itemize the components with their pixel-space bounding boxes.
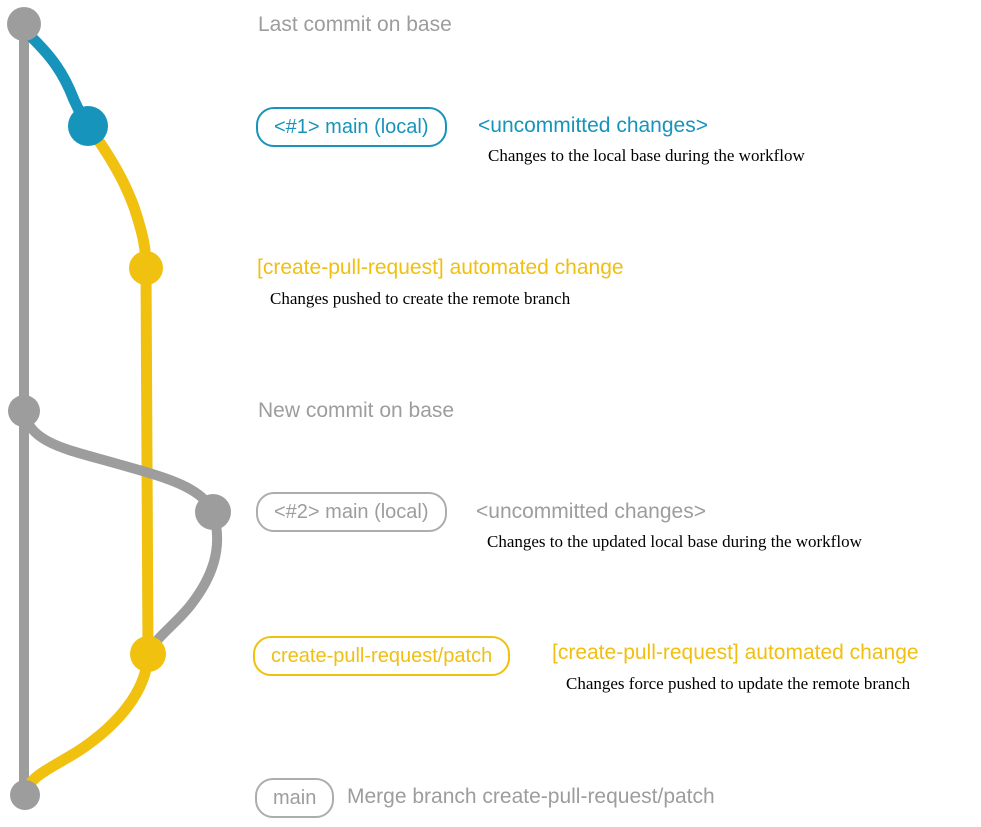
commit-node-merge (10, 780, 40, 810)
commit-node-push-1 (129, 251, 163, 285)
branch-badge-main: main (255, 778, 335, 818)
note-local-base-changes: Changes to the local base during the wor… (488, 146, 805, 165)
commit-node-local-1 (68, 106, 108, 146)
updated-local-branch-line (19, 405, 223, 660)
branch-badge-main-local-1: <#1> main (local) (256, 107, 447, 147)
note-changes-pushed: Changes pushed to create the remote bran… (270, 289, 571, 308)
commit-node-push-2 (130, 636, 166, 672)
branch-badge-main-local-2: <#2> main (local) (256, 492, 447, 532)
patch-branch-line (19, 120, 154, 801)
commit-node-local-2 (195, 494, 231, 530)
label-last-commit-on-base: Last commit on base (258, 13, 452, 36)
status-uncommitted-changes-2: <uncommitted changes> (476, 500, 706, 523)
branch-badge-create-pull-request-patch: create-pull-request/patch (253, 636, 511, 676)
note-changes-force-pushed: Changes force pushed to update the remot… (566, 674, 911, 693)
commit-message-automated-change-1: [create-pull-request] automated change (257, 256, 624, 279)
commit-node-new-base (8, 395, 40, 427)
label-new-commit-on-base: New commit on base (258, 399, 455, 422)
commit-node-last-base (7, 7, 41, 41)
status-uncommitted-changes-1: <uncommitted changes> (478, 114, 708, 137)
commit-message-automated-change-2: [create-pull-request] automated change (552, 641, 919, 664)
note-updated-local-base-changes: Changes to the updated local base during… (487, 532, 862, 551)
commit-message-merge-branch: Merge branch create-pull-request/patch (347, 785, 715, 808)
